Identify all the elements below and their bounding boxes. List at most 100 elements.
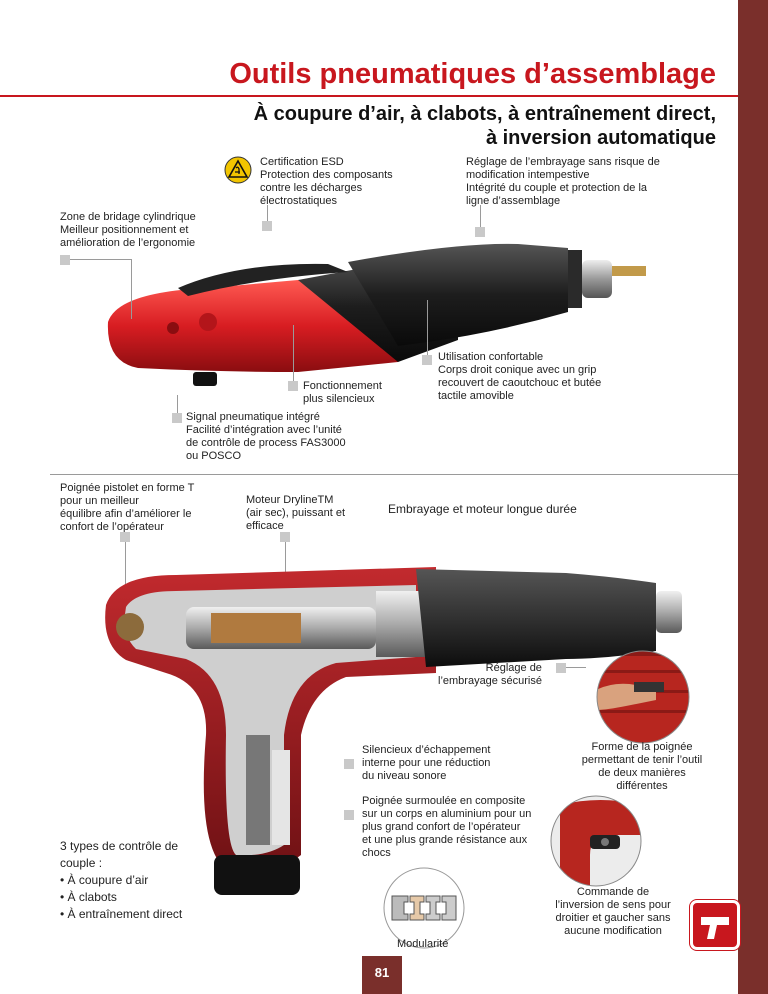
callout-marker (280, 532, 290, 542)
callout-clutch-setting: Réglage de l’embrayage sans risque de mo… (466, 156, 660, 208)
callout-quiet-line: plus silencieux (303, 393, 375, 405)
callout-esd-line: contre les décharges (260, 182, 363, 194)
callout-esd: Certification ESD Protection des composa… (260, 156, 393, 208)
leader-line (70, 259, 132, 260)
callout-overmold-line: et une plus grande résistance aux (362, 834, 528, 846)
callout-motor: Moteur DrylineTM (air sec), puissant et … (246, 494, 345, 533)
callout-marker (422, 355, 432, 365)
pistol-tool-icon (690, 900, 740, 950)
hand-grip-photo (596, 650, 690, 744)
callout-overmold-line: sur un corps en aluminium pour un (362, 808, 532, 820)
callout-reverse-line: aucune modification (564, 925, 662, 937)
esd-warning-icon (224, 156, 252, 184)
callout-marker (344, 810, 354, 820)
straight-screwdriver-image (107, 243, 646, 386)
leader-line (566, 667, 586, 668)
callout-reverse-line: droitier et gaucher sans (555, 912, 671, 924)
callout-pistol-line: équilibre afin d’améliorer le (60, 508, 192, 520)
callout-pistol-line: pour un meilleur (60, 495, 139, 507)
callout-silencer-line: Silencieux d’échappement (362, 744, 491, 756)
callout-handle-form-line: Forme de la poignée (591, 741, 693, 753)
callout-modularity: Modularité (397, 938, 448, 951)
leader-line (177, 395, 178, 413)
page-number: 81 (362, 956, 402, 994)
callout-handle-form-line: de deux manières (598, 767, 686, 779)
callout-control-types: 3 types de contrôle de couple : • À coup… (60, 838, 182, 923)
callout-marker (344, 759, 354, 769)
callout-clamp-line: Zone de bridage cylindrique (60, 211, 196, 223)
leader-line (267, 205, 268, 221)
callout-long-life: Embrayage et moteur longue durée (388, 503, 577, 516)
subtitle-line-1: À coupure d’air, à clabots, à entraîneme… (253, 103, 716, 125)
callout-handle-form-line: permettant de tenir l’outil (581, 754, 703, 766)
callout-long-life-text: Embrayage et moteur longue durée (388, 502, 577, 516)
callout-control-types-line: • À coupure d’air (60, 873, 149, 887)
callout-marker (172, 413, 182, 423)
leader-line (131, 259, 132, 319)
callout-clutch-line: Intégrité du couple et protection de la (466, 182, 648, 194)
callout-overmold-line: Poignée surmoulée en composite (362, 795, 526, 807)
leader-line (427, 300, 428, 355)
callout-clamp-zone: Zone de bridage cylindrique Meilleur pos… (60, 211, 196, 250)
callout-marker (288, 381, 298, 391)
callout-safe-clutch-line: l’embrayage sécurisé (438, 675, 542, 687)
callout-reverse-line: l’inversion de sens pour (555, 899, 671, 911)
callout-handle-form-line: différentes (616, 780, 668, 792)
callout-clutch-line: modification intempestive (466, 169, 590, 181)
modularity-icon (383, 867, 465, 949)
page-subtitle: À coupure d’air, à clabots, à entraîneme… (254, 102, 716, 150)
leader-line (125, 542, 126, 594)
callout-signal-line: ou POSCO (186, 450, 242, 462)
page-title: Outils pneumatiques d’assemblage (229, 58, 716, 90)
callout-control-types-line: • À clabots (60, 890, 117, 904)
callout-safe-clutch-line: Réglage de (485, 662, 542, 674)
callout-motor-line: (air sec), puissant et (246, 507, 346, 519)
callout-motor-line: efficace (246, 520, 284, 532)
callout-handle-form: Forme de la poignée permettant de tenir … (572, 741, 712, 793)
callout-modularity-text: Modularité (397, 938, 449, 950)
leader-line (480, 205, 481, 227)
callout-motor-line: Moteur DrylineTM (246, 494, 334, 506)
callout-silencer-line: interne pour une réduction (362, 757, 491, 769)
callout-grip-line: recouvert de caoutchouc et butée (438, 377, 602, 389)
callout-grip-line: Corps droit conique avec un grip (438, 364, 597, 376)
callout-signal: Signal pneumatique intégré Facilité d’in… (186, 411, 346, 463)
callout-marker (475, 227, 485, 237)
callout-silencer: Silencieux d’échappement interne pour un… (362, 744, 490, 783)
pistol-screwdriver-cutaway-image (105, 567, 682, 895)
callout-grip: Utilisation confortable Corps droit coni… (438, 351, 601, 403)
callout-marker (262, 221, 272, 231)
callout-signal-line: Signal pneumatique intégré (186, 411, 320, 423)
leader-line (293, 325, 294, 381)
subtitle-line-2: à inversion automatique (485, 127, 716, 149)
chapter-sidebar (738, 0, 768, 994)
callout-reverse-line: Commande de (576, 886, 650, 898)
callout-overmold-line: plus grand confort de l’opérateur (362, 821, 521, 833)
title-divider (0, 95, 738, 97)
callout-esd-line: Certification ESD (260, 156, 344, 168)
callout-grip-line: Utilisation confortable (438, 351, 544, 363)
callout-clamp-line: Meilleur positionnement et (60, 224, 189, 236)
callout-reverse-control: Commande de l’inversion de sens pour dro… (533, 886, 693, 938)
callout-signal-line: de contrôle de process FAS3000 (186, 437, 346, 449)
callout-safe-clutch: Réglage de l’embrayage sécurisé (438, 662, 542, 688)
callout-marker (120, 532, 130, 542)
callout-control-types-line: couple : (60, 856, 103, 870)
callout-clutch-line: ligne d’assemblage (466, 195, 561, 207)
callout-silencer-line: du niveau sonore (362, 770, 447, 782)
callout-signal-line: Facilité d’intégration avec l’unité (186, 424, 342, 436)
callout-clutch-line: Réglage de l’embrayage sans risque de (466, 156, 660, 168)
callout-esd-line: électrostatiques (260, 195, 338, 207)
callout-marker (60, 255, 70, 265)
callout-marker (556, 663, 566, 673)
callout-quiet: Fonctionnement plus silencieux (303, 380, 382, 406)
callout-overmold: Poignée surmoulée en composite sur un co… (362, 795, 531, 860)
reverse-control-photo (550, 795, 642, 887)
section-divider (50, 474, 738, 475)
callout-grip-line: tactile amovible (438, 390, 514, 402)
callout-esd-line: Protection des composants (260, 169, 393, 181)
callout-pistol-line: Poignée pistolet en forme T (60, 482, 195, 494)
pistol-tool-glyph (701, 917, 729, 939)
callout-overmold-line: chocs (362, 847, 391, 859)
callout-control-types-line: 3 types de contrôle de (60, 839, 179, 853)
